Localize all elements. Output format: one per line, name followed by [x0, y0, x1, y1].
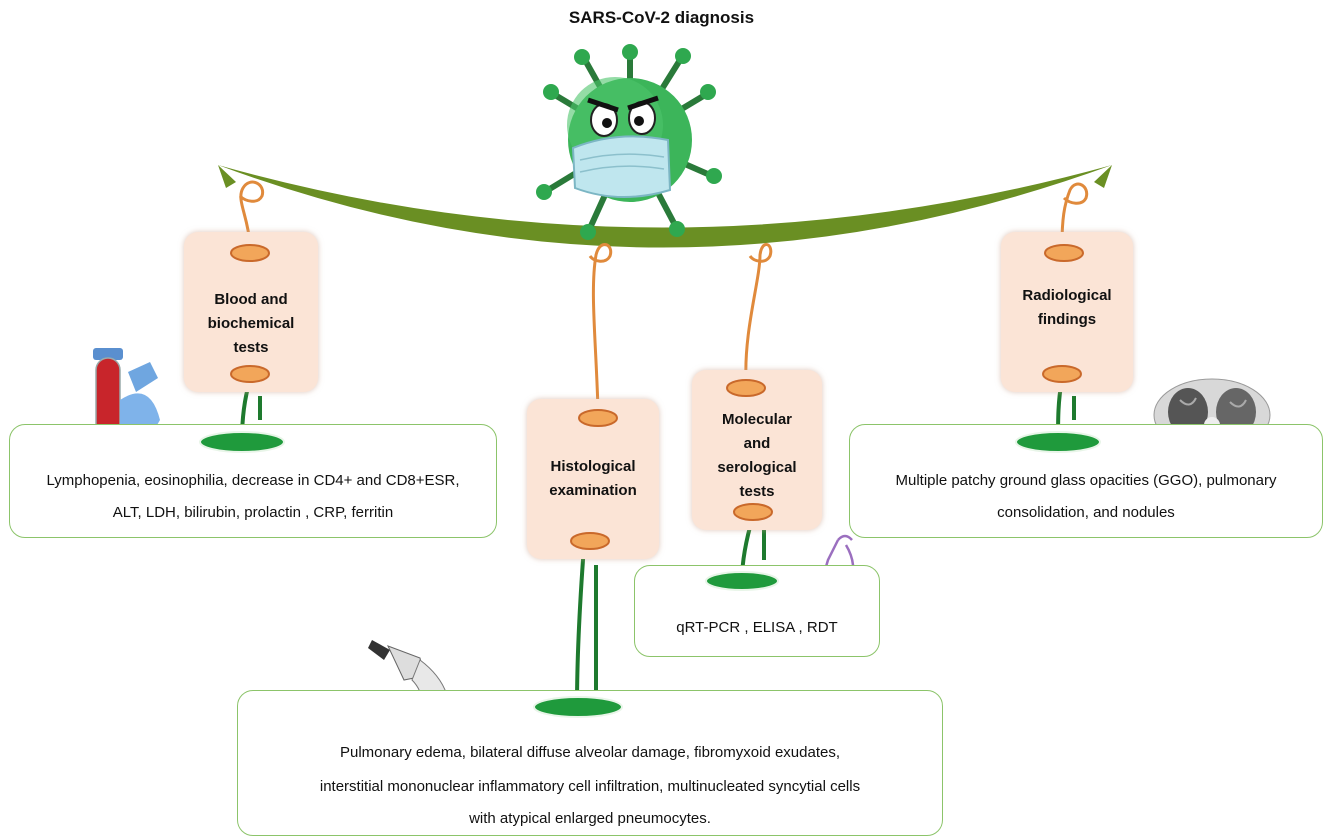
- branch-tip-right: [1094, 165, 1112, 188]
- finding-line: ALT, LDH, bilirubin, prolactin , CRP, fe…: [112, 504, 394, 521]
- tag-label: Molecular: [721, 411, 793, 428]
- ring-disc-histo: [533, 696, 623, 718]
- tag-label: examination: [549, 482, 637, 499]
- hook-histo: [588, 243, 613, 411]
- tag-hole-radio-bottom: [1042, 365, 1082, 383]
- tag-label: Blood and: [214, 291, 288, 308]
- hook-blood: [238, 180, 265, 246]
- tag-hole-blood-bottom: [230, 365, 270, 383]
- finding-line: consolidation, and nodules: [997, 504, 1175, 521]
- tag-molecular-serological: Molecular and serological tests: [692, 370, 822, 530]
- tag-label: tests: [739, 483, 775, 500]
- hook-molecular: [744, 243, 773, 381]
- tag-label: biochemical: [207, 315, 295, 332]
- finding-line: with atypical enlarged pneumocytes.: [469, 810, 711, 827]
- tag-hole-histo-bottom: [570, 532, 610, 550]
- ring-disc-molecular: [705, 571, 779, 591]
- tag-hole-radio-top: [1044, 244, 1084, 262]
- virus-icon: [536, 44, 722, 240]
- tag-label: serological: [717, 459, 797, 476]
- finding-line: Lymphopenia, eosinophilia, decrease in C…: [46, 472, 460, 489]
- hook-radio: [1060, 182, 1089, 246]
- tag-label: Histological: [550, 458, 636, 475]
- tag-label: Radiological: [1022, 287, 1112, 304]
- ring-disc-blood: [199, 431, 285, 453]
- diagram-title: SARS-CoV-2 diagnosis: [568, 8, 755, 27]
- tag-hole-blood-top: [230, 244, 270, 262]
- stem-histo: [575, 545, 586, 706]
- finding-line: Pulmonary edema, bilateral diffuse alveo…: [340, 744, 840, 761]
- tree-branch: [218, 165, 1112, 248]
- tag-label: and: [743, 435, 771, 452]
- molecular-findings-box: qRT-PCR , ELISA , RDT: [634, 565, 880, 657]
- tag-hole-molecular-bottom: [733, 503, 773, 521]
- tag-label: tests: [233, 339, 269, 356]
- finding-line: interstitial mononuclear inflammatory ce…: [319, 778, 861, 795]
- tag-label: findings: [1037, 311, 1097, 328]
- tag-hole-histo-top: [578, 409, 618, 427]
- tag-hole-molecular-top: [726, 379, 766, 397]
- branch-tip-left: [218, 165, 236, 188]
- blood-findings-box: Lymphopenia, eosinophilia, decrease in C…: [9, 424, 497, 538]
- ring-disc-radio: [1015, 431, 1101, 453]
- finding-line: qRT-PCR , ELISA , RDT: [676, 619, 838, 636]
- finding-line: Multiple patchy ground glass opacities (…: [895, 472, 1277, 489]
